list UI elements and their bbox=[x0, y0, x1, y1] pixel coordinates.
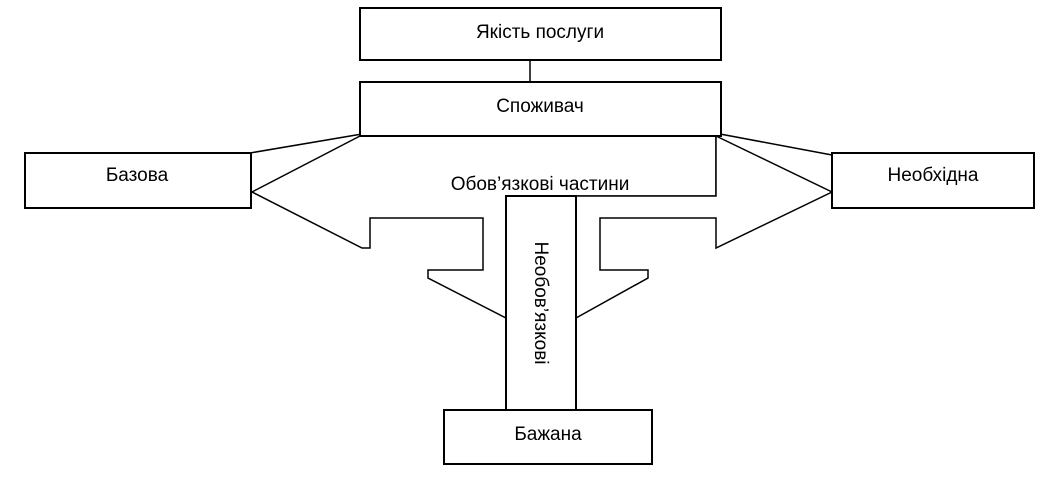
necessary-label: Необхідна bbox=[888, 165, 979, 186]
necessary-box bbox=[831, 152, 1035, 209]
optional-stem bbox=[505, 195, 577, 411]
left-wedge-line bbox=[249, 133, 363, 154]
center-label-bg bbox=[436, 170, 644, 194]
basic-box bbox=[24, 152, 252, 209]
quality-box bbox=[359, 7, 722, 61]
consumer-label: Споживач bbox=[496, 96, 584, 117]
quality-label: Якість послуги bbox=[476, 22, 604, 43]
basic-label: Базова bbox=[106, 165, 169, 186]
left-arrow bbox=[250, 135, 717, 320]
desired-label: Бажана bbox=[514, 424, 582, 445]
mandatory-parts-label: Обов’язкові частини bbox=[451, 174, 630, 195]
right-arrow bbox=[575, 134, 834, 320]
consumer-box bbox=[359, 81, 722, 137]
optional-label: Необов’язкові bbox=[530, 241, 551, 364]
right-wedge-line bbox=[719, 133, 833, 156]
desired-box bbox=[443, 409, 653, 465]
